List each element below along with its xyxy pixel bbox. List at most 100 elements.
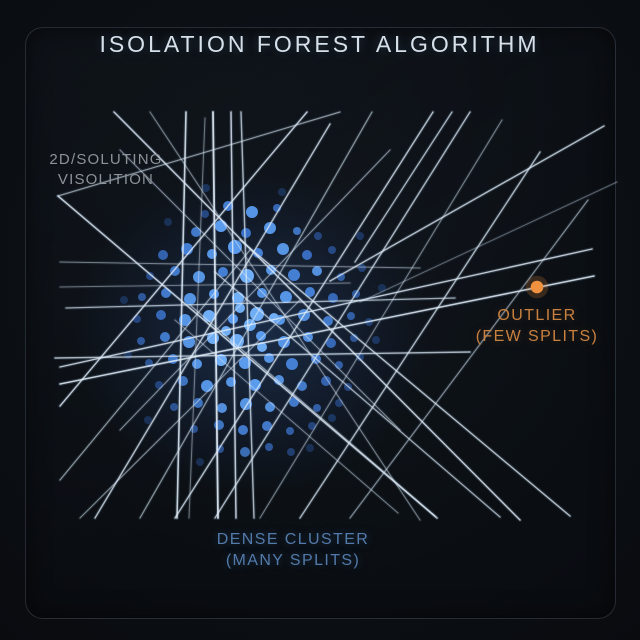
data-point — [138, 293, 146, 301]
split-line — [59, 261, 421, 269]
data-point — [253, 248, 263, 258]
split-line — [329, 125, 605, 282]
split-line — [188, 117, 206, 519]
split-line — [65, 297, 456, 309]
data-point — [160, 332, 170, 342]
dense-cluster-label-line1: DENSE CLUSTER — [216, 531, 370, 548]
data-point — [191, 227, 201, 237]
split-line — [359, 181, 618, 303]
data-point — [246, 206, 258, 218]
data-point — [137, 337, 145, 345]
data-point — [240, 447, 250, 457]
data-point — [218, 267, 228, 277]
data-point — [239, 357, 251, 369]
corner-annotation-line1: 2D/SOLUTING — [49, 151, 163, 168]
data-point — [288, 269, 300, 281]
data-point — [192, 359, 202, 369]
data-point — [201, 380, 213, 392]
data-point — [335, 361, 343, 369]
split-line — [174, 319, 399, 514]
data-point — [257, 288, 267, 298]
data-point — [306, 444, 314, 452]
outlier-label-line2: (FEW SPLITS) — [475, 328, 599, 345]
split-line — [59, 275, 595, 385]
data-point — [287, 448, 295, 456]
data-point — [226, 377, 236, 387]
data-point — [158, 250, 168, 260]
data-point — [356, 353, 364, 361]
data-point — [265, 443, 273, 451]
data-point — [280, 291, 292, 303]
data-point — [256, 331, 266, 341]
split-line — [214, 271, 501, 518]
data-point — [335, 399, 343, 407]
data-point — [328, 246, 336, 254]
split-line-glow — [148, 110, 422, 522]
split-line — [230, 111, 237, 519]
data-point — [156, 310, 166, 320]
data-point — [372, 336, 380, 344]
split-line — [59, 249, 251, 481]
data-point — [269, 313, 279, 323]
split-line — [189, 304, 436, 517]
data-point — [286, 358, 298, 370]
corner-annotation-line2: VISOLITION — [57, 171, 155, 188]
data-point — [356, 232, 364, 240]
data-point — [228, 240, 242, 254]
dense-cluster-label-line2: (MANY SPLITS) — [225, 552, 361, 569]
data-point — [293, 227, 301, 235]
data-point — [196, 458, 204, 466]
split-line — [94, 123, 331, 519]
data-point — [161, 288, 171, 298]
dense-cluster-label: DENSE CLUSTER (MANY SPLITS) — [203, 529, 383, 571]
data-point — [241, 228, 251, 238]
split-line-glow — [58, 281, 352, 289]
split-line — [349, 199, 589, 519]
data-point — [314, 232, 322, 240]
data-point — [155, 381, 163, 389]
data-point — [337, 273, 345, 281]
data-point — [278, 188, 286, 196]
data-point — [286, 427, 294, 435]
data-point — [358, 264, 366, 272]
split-line — [59, 282, 351, 288]
split-line — [239, 239, 571, 517]
data-point — [146, 272, 154, 280]
data-point — [193, 398, 203, 408]
page-title: ISOLATION FOREST ALGORITHM — [99, 31, 540, 57]
split-line-glow — [173, 318, 400, 515]
data-point — [184, 293, 196, 305]
data-point — [277, 243, 289, 255]
split-line — [299, 151, 541, 519]
data-point — [120, 296, 128, 304]
split-line — [119, 149, 391, 431]
panel-frame — [25, 27, 616, 619]
data-point — [302, 250, 312, 260]
data-point — [321, 376, 331, 386]
data-point — [170, 266, 180, 276]
split-line — [214, 111, 471, 519]
data-point — [235, 303, 245, 313]
split-line — [57, 111, 341, 197]
data-point — [308, 422, 316, 430]
outlier-point — [530, 280, 544, 294]
split-line-glow — [187, 116, 207, 520]
data-point — [238, 425, 248, 435]
outlier-label-line1: OUTLIER — [497, 307, 577, 324]
data-point — [328, 414, 336, 422]
data-point — [305, 287, 315, 297]
data-point — [265, 402, 275, 412]
data-point — [257, 342, 267, 352]
data-point — [214, 420, 224, 430]
outlier-label: OUTLIER (FEW SPLITS) — [452, 305, 622, 347]
split-line — [113, 111, 521, 521]
data-point — [202, 184, 210, 192]
data-point — [133, 315, 141, 323]
data-point — [240, 269, 254, 283]
split-line — [240, 111, 255, 519]
data-point — [217, 403, 227, 413]
data-point — [347, 312, 355, 320]
split-line — [174, 111, 434, 519]
split-line-glow — [358, 180, 619, 304]
